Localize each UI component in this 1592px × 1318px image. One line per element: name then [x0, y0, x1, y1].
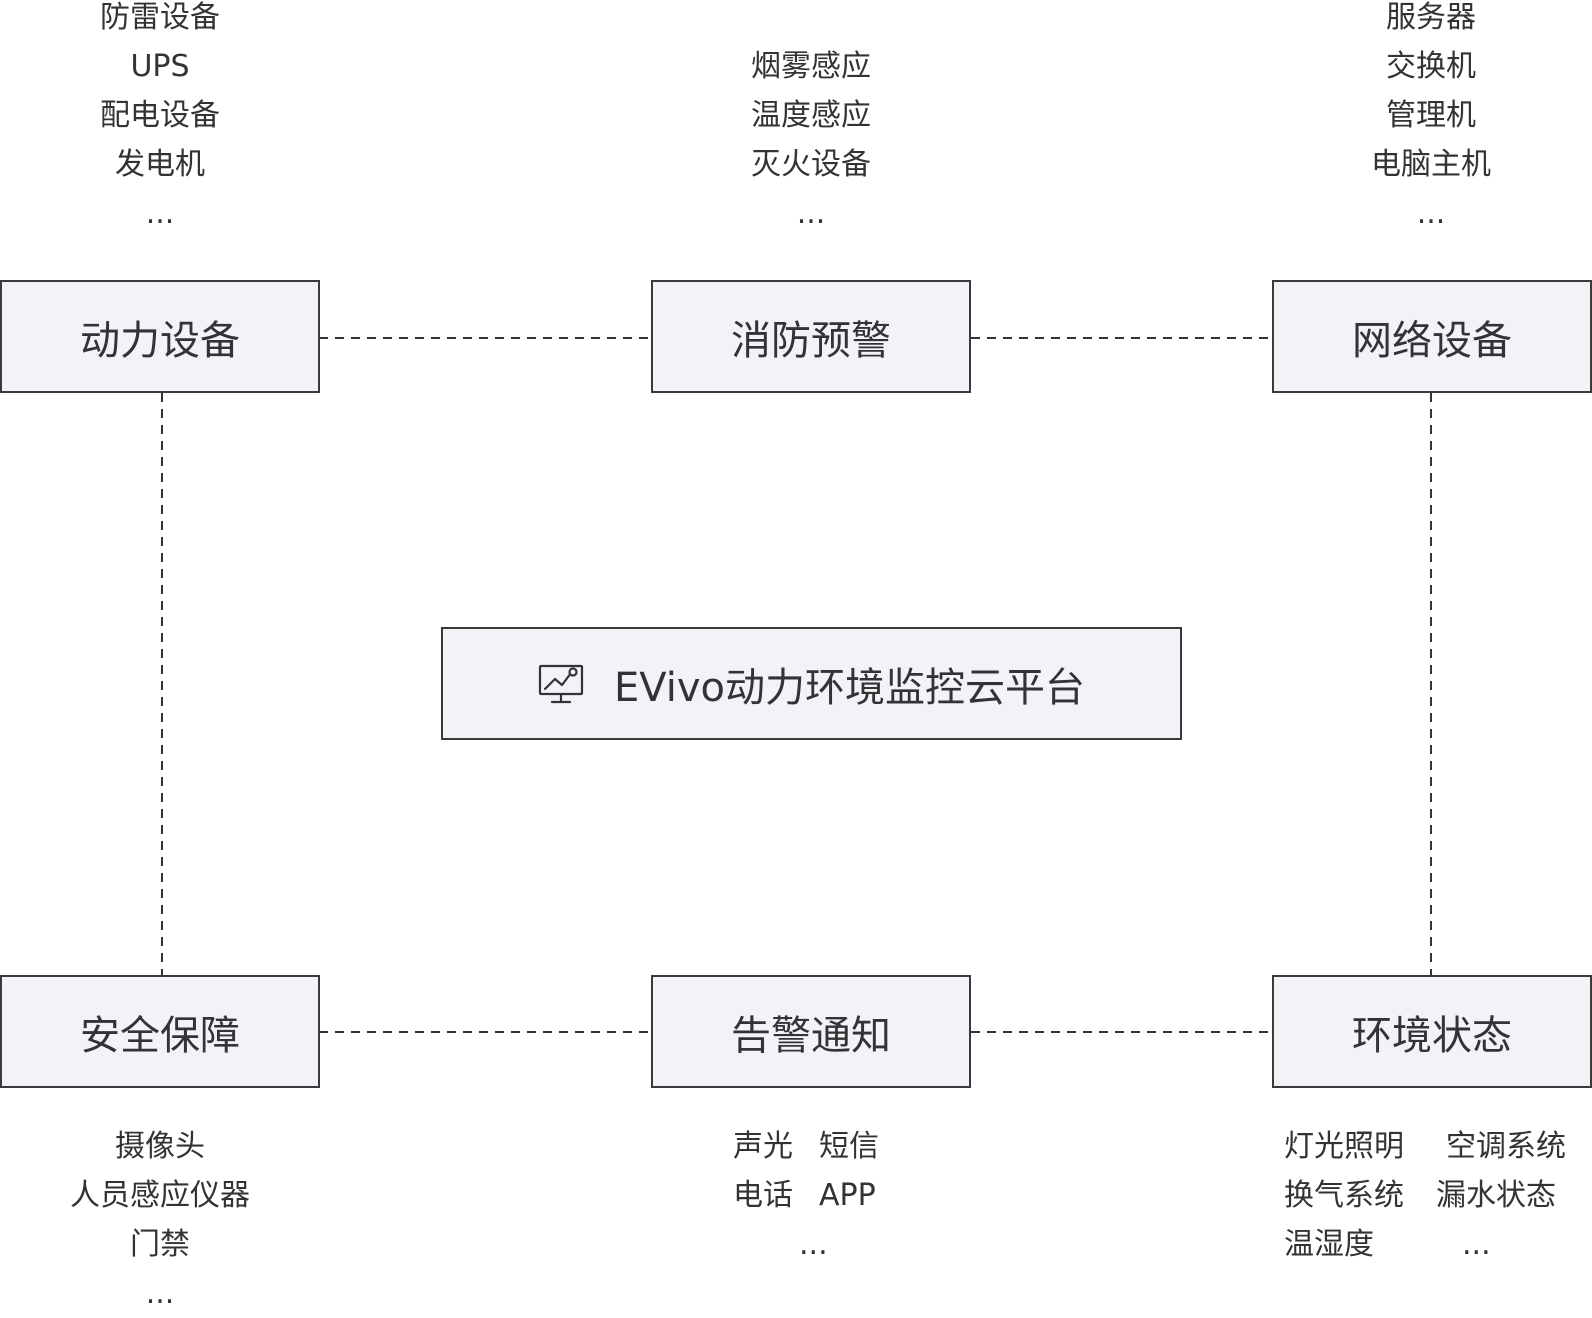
list-item: ...: [1416, 196, 1446, 231]
node-environment-status: 环境状态: [1272, 975, 1592, 1088]
center-label: EVivo动力环境监控云平台: [613, 664, 1085, 711]
list-item: 电脑主机: [1371, 147, 1491, 182]
node-alarm-notification: 告警通知: [651, 975, 971, 1088]
node-fire-warning: 消防预警: [651, 280, 971, 393]
node-label: 网络设备: [1352, 317, 1512, 364]
list-row: 声光 短信: [733, 1122, 903, 1171]
list-item: 烟雾感应: [751, 49, 871, 84]
node-label: 环境状态: [1352, 1012, 1512, 1059]
list-item: APP: [819, 1178, 876, 1213]
list-item: 摄像头: [115, 1129, 205, 1164]
network-items-list: 服务器 交换机 管理机 电脑主机 ...: [1331, 0, 1531, 238]
list-row: ...: [733, 1220, 903, 1269]
power-items-list: 防雷设备 UPS 配电设备 发电机 ...: [60, 0, 260, 238]
list-item: 短信: [819, 1129, 879, 1164]
list-row: 灯光照明 空调系统: [1284, 1122, 1584, 1171]
node-network-equipment: 网络设备: [1272, 280, 1592, 393]
alarm-items-grid: 声光 短信 电话 APP ...: [733, 1122, 903, 1269]
list-row: 电话 APP: [733, 1171, 903, 1220]
list-item: ...: [145, 1276, 175, 1311]
list-item: ...: [145, 196, 175, 231]
list-item: 灭火设备: [751, 147, 871, 182]
security-items-list: 摄像头 人员感应仪器 门禁 ...: [40, 1122, 280, 1318]
list-item: 发电机: [115, 147, 205, 182]
list-row: 换气系统 漏水状态: [1284, 1171, 1584, 1220]
list-item: ...: [1462, 1227, 1491, 1262]
monitor-chart-icon: [538, 664, 584, 704]
list-item: UPS: [130, 49, 190, 84]
list-item: 温湿度: [1284, 1227, 1374, 1262]
list-item: 电话: [733, 1178, 793, 1213]
list-item: 管理机: [1386, 98, 1476, 133]
list-item: 空调系统: [1446, 1129, 1566, 1164]
list-item: ...: [796, 196, 826, 231]
node-power-equipment: 动力设备: [0, 280, 320, 393]
list-item: 人员感应仪器: [70, 1178, 250, 1213]
node-label: 安全保障: [80, 1012, 240, 1059]
list-item: 防雷设备: [100, 0, 220, 35]
list-item: 换气系统: [1284, 1178, 1404, 1213]
environment-items-grid: 灯光照明 空调系统 换气系统 漏水状态 温湿度 ...: [1284, 1122, 1584, 1269]
node-label: 动力设备: [80, 317, 240, 364]
list-item: 灯光照明: [1284, 1129, 1404, 1164]
list-item: 配电设备: [100, 98, 220, 133]
list-row: 温湿度 ...: [1284, 1220, 1584, 1269]
list-item: 漏水状态: [1436, 1178, 1556, 1213]
list-item: 声光: [733, 1129, 793, 1164]
list-item: ...: [799, 1227, 828, 1262]
center-platform: EVivo动力环境监控云平台: [441, 627, 1182, 740]
node-label: 消防预警: [731, 317, 891, 364]
node-label: 告警通知: [731, 1012, 891, 1059]
list-item: 服务器: [1386, 0, 1476, 35]
node-security: 安全保障: [0, 975, 320, 1088]
list-item: 门禁: [130, 1227, 190, 1262]
list-item: 温度感应: [751, 98, 871, 133]
list-item: 交换机: [1386, 49, 1476, 84]
fire-items-list: 烟雾感应 温度感应 灭火设备 ...: [711, 42, 911, 238]
